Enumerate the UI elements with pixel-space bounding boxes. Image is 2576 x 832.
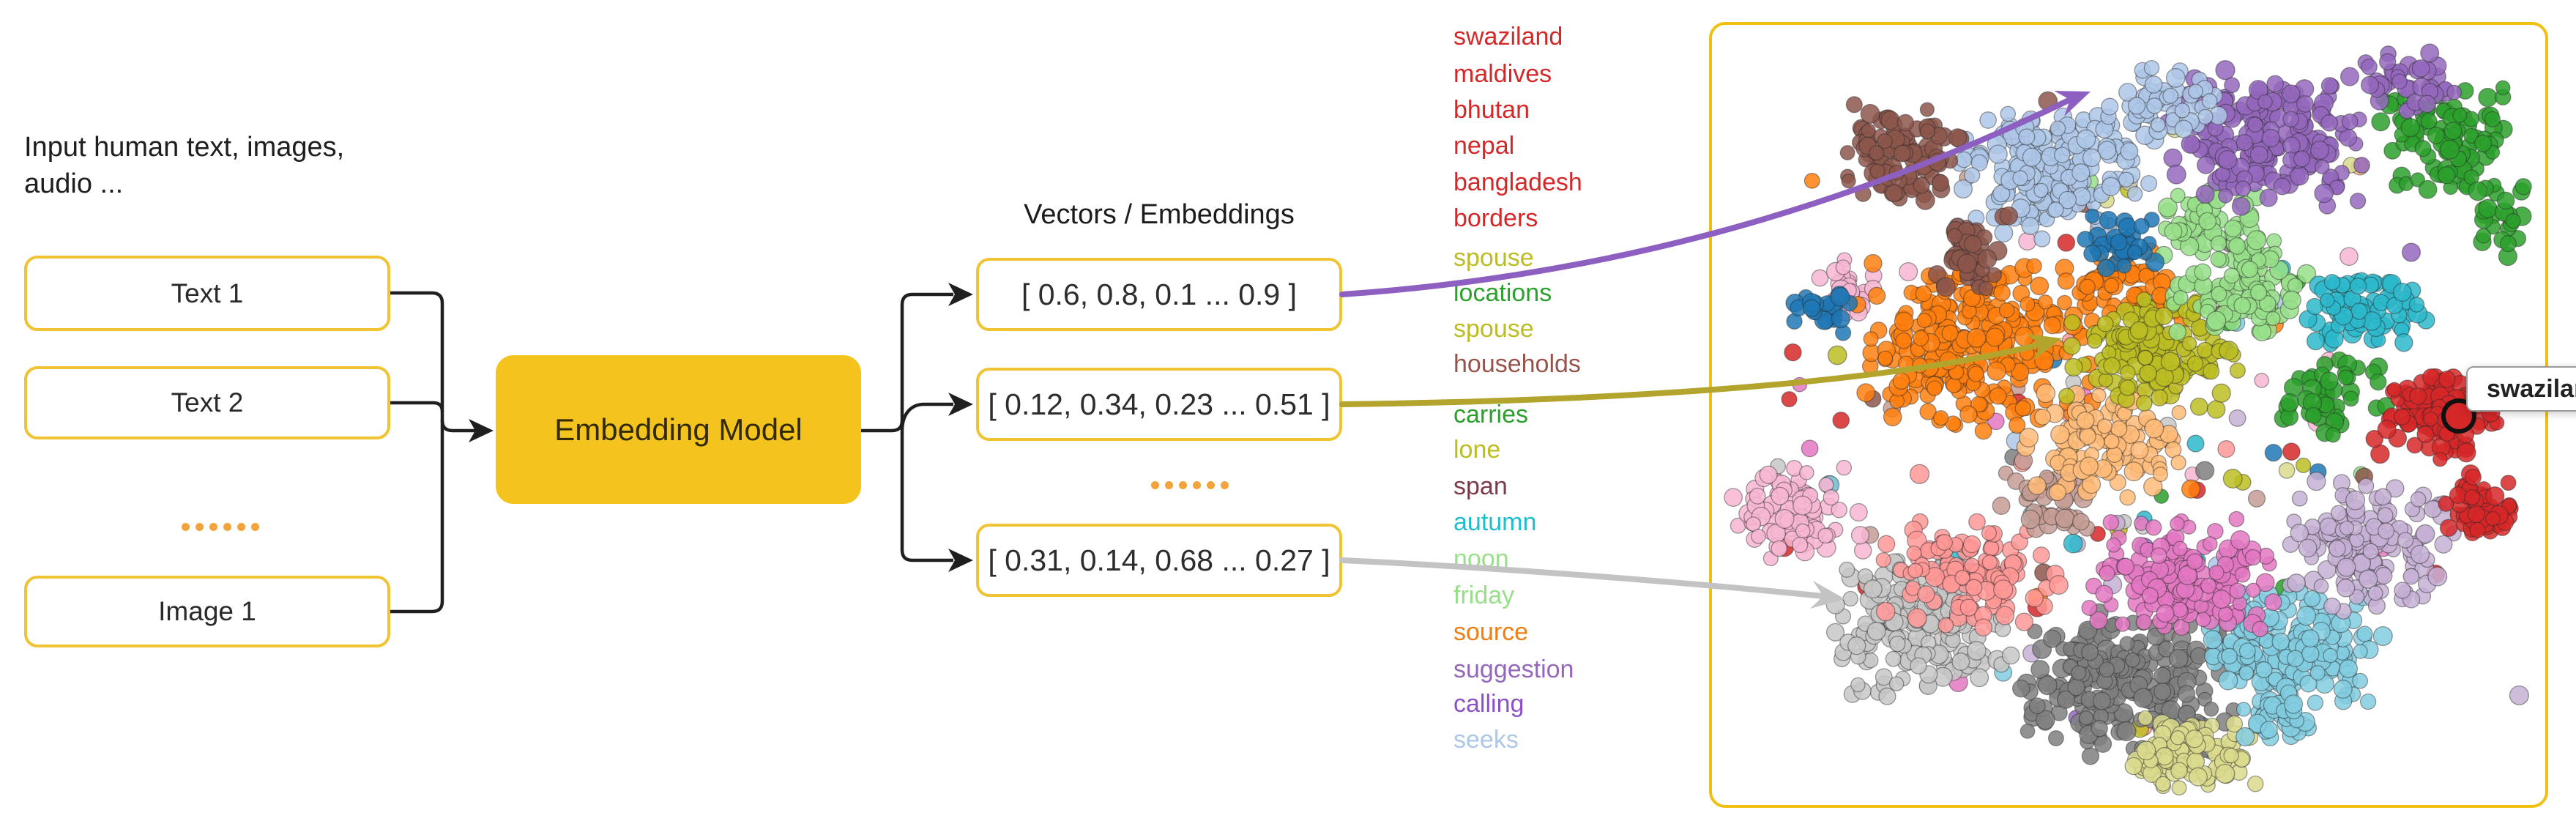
ellipsis-dot [1179, 481, 1187, 489]
word-label: spouse [1453, 315, 1534, 343]
output-bracket-connector [861, 283, 973, 572]
arrowhead-into-vector3 [948, 549, 973, 572]
input-box-text2[interactable]: Text 2 [24, 366, 390, 439]
word-label: seeks [1453, 726, 1519, 754]
word-label: span [1453, 472, 1508, 500]
arrowhead-into-vector2 [948, 393, 973, 416]
point-tooltip: swaziland [2466, 366, 2576, 412]
ellipsis-dot [1221, 481, 1229, 489]
word-label: autumn [1453, 508, 1537, 536]
ellipsis-dot [209, 523, 217, 531]
word-label: maldives [1453, 60, 1552, 88]
ellipsis-dot [237, 523, 245, 531]
input-box-text1[interactable]: Text 1 [24, 256, 390, 331]
vector-box-2[interactable]: [ 0.12, 0.34, 0.23 ... 0.51 ] [976, 368, 1342, 441]
vector-box-1[interactable]: [ 0.6, 0.8, 0.1 ... 0.9 ] [976, 258, 1342, 331]
ellipsis-dot [1207, 481, 1215, 489]
word-label: borders [1453, 204, 1538, 232]
input-bracket-connector [390, 291, 494, 614]
word-label: suggestion [1453, 655, 1574, 683]
word-label: calling [1453, 690, 1525, 718]
word-label: bangladesh [1453, 168, 1582, 196]
word-label: swaziland [1453, 23, 1563, 51]
vector-ellipsis-dots [1151, 481, 1229, 489]
input-box-image1[interactable]: Image 1 [24, 576, 390, 647]
vector-box-1-value: [ 0.6, 0.8, 0.1 ... 0.9 ] [1021, 277, 1298, 311]
ellipsis-dot [251, 523, 259, 531]
vector-box-3-value: [ 0.31, 0.14, 0.68 ... 0.27 ] [988, 543, 1330, 577]
word-label: source [1453, 618, 1529, 646]
arrowhead-into-vector1 [948, 283, 973, 306]
vectors-store-panel: Vectors Store [1709, 22, 2548, 808]
input-heading-line2: audio ... [24, 168, 124, 199]
ellipsis-dot [196, 523, 204, 531]
vector-box-3[interactable]: [ 0.31, 0.14, 0.68 ... 0.27 ] [976, 524, 1342, 597]
word-label: carries [1453, 401, 1529, 428]
input-box-image1-label: Image 1 [158, 596, 256, 626]
word-label: lone [1453, 436, 1501, 464]
word-label: nepal [1453, 132, 1515, 160]
word-label: bhutan [1453, 96, 1530, 124]
input-box-text1-label: Text 1 [171, 278, 244, 308]
word-label: friday [1453, 582, 1515, 609]
word-label: spouse [1453, 244, 1534, 272]
embedding-model-box[interactable]: Embedding Model [496, 355, 861, 504]
input-heading-line1: Input human text, images, [24, 132, 345, 163]
point-tooltip-label: swaziland [2487, 374, 2576, 403]
word-label: noon [1453, 545, 1509, 573]
word-label: households [1453, 350, 1581, 378]
ellipsis-dot [223, 523, 231, 531]
input-heading: Input human text, images, audio ... [24, 129, 344, 202]
vector-box-2-value: [ 0.12, 0.34, 0.23 ... 0.51 ] [988, 387, 1330, 421]
vectors-embeddings-title: Vectors / Embeddings [1024, 199, 1295, 230]
ellipsis-dot [182, 523, 190, 531]
ellipsis-dot [1151, 481, 1159, 489]
input-box-text2-label: Text 2 [171, 387, 244, 417]
arrowhead-into-embedding [469, 419, 494, 442]
embedding-model-label: Embedding Model [554, 412, 803, 447]
ellipsis-dot [1193, 481, 1201, 489]
ellipsis-dot [1165, 481, 1173, 489]
word-label: locations [1453, 279, 1552, 307]
input-ellipsis-dots [182, 523, 259, 531]
